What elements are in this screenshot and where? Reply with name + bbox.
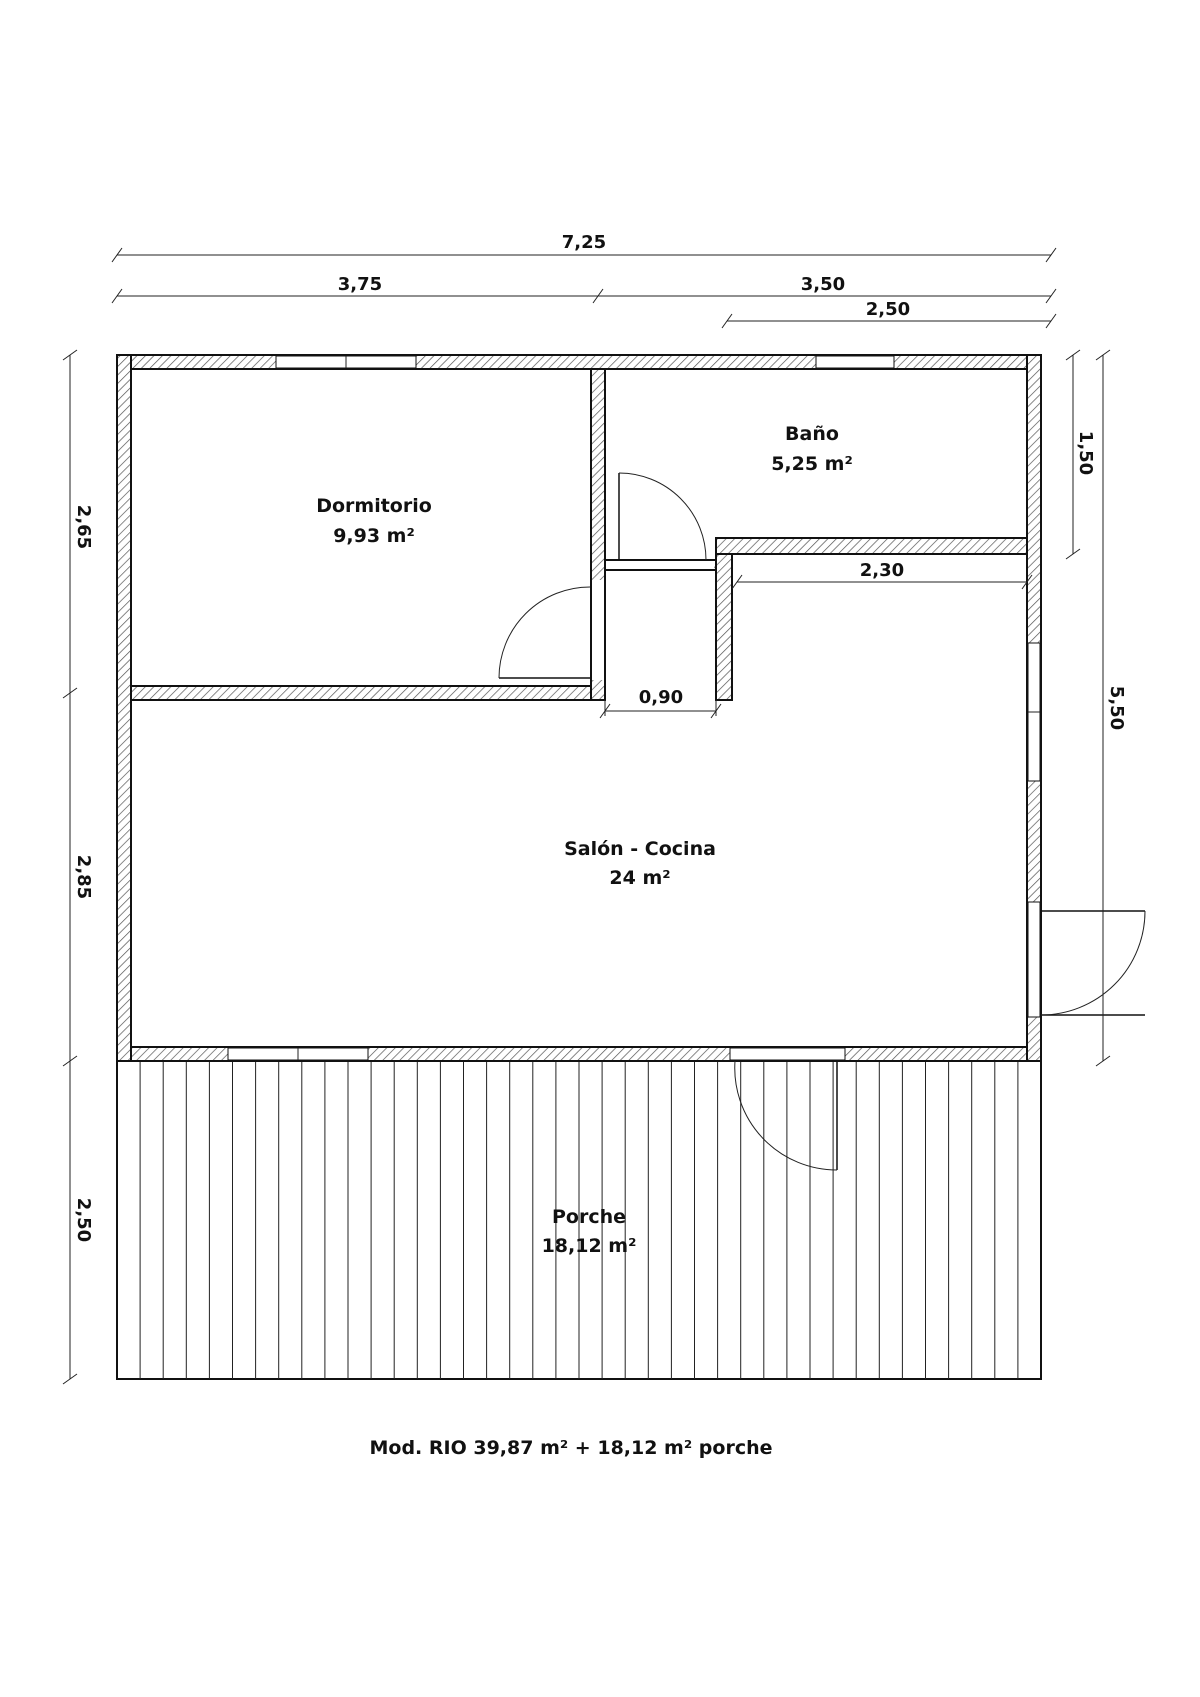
room-labels: Dormitorio 9,93 m² Baño 5,25 m² Salón - …	[316, 423, 853, 1257]
door-opening-bedroom	[592, 580, 604, 680]
dim-hall-width: 0,90	[639, 687, 683, 708]
room-salon-area: 24 m²	[609, 867, 670, 889]
door-opening-right	[1027, 901, 1041, 1018]
dimension-lines	[62, 247, 1111, 1385]
exterior-walls	[116, 354, 1042, 1062]
plan-caption: Mod. RIO 39,87 m² + 18,12 m² porche	[370, 1437, 773, 1459]
room-dormitorio-area: 9,93 m²	[333, 525, 415, 547]
dim-bath-width: 2,50	[866, 299, 910, 320]
room-bano-area: 5,25 m²	[771, 453, 853, 475]
room-bano-name: Baño	[785, 423, 839, 445]
porch-deck	[116, 1060, 1042, 1380]
dim-bath-depth: 1,50	[1075, 431, 1096, 475]
dim-left-porch: 2,50	[73, 1198, 94, 1242]
dim-kitchen-inner: 2,30	[860, 560, 904, 581]
room-porche-area: 18,12 m²	[542, 1235, 637, 1257]
room-porche-name: Porche	[552, 1206, 626, 1228]
dim-bedroom-width: 3,75	[338, 274, 382, 295]
dimension-labels: 7,25 3,75 3,50 2,50 2,30 0,90 2,65 2,85 …	[73, 232, 1127, 1242]
interior-walls	[130, 368, 1028, 701]
door-opening-bath	[606, 561, 714, 569]
window-bath	[815, 355, 895, 369]
dim-left-middle: 2,85	[73, 855, 94, 899]
dim-right-width: 3,50	[801, 274, 845, 295]
dim-total-width: 7,25	[562, 232, 606, 253]
door-swings	[498, 472, 1146, 1171]
dim-right-depth: 5,50	[1106, 686, 1127, 730]
room-dormitorio-name: Dormitorio	[316, 495, 432, 517]
openings	[227, 355, 1041, 1061]
door-opening-porch	[729, 1047, 846, 1061]
room-salon-name: Salón - Cocina	[564, 838, 716, 860]
dim-left-top: 2,65	[73, 505, 94, 549]
